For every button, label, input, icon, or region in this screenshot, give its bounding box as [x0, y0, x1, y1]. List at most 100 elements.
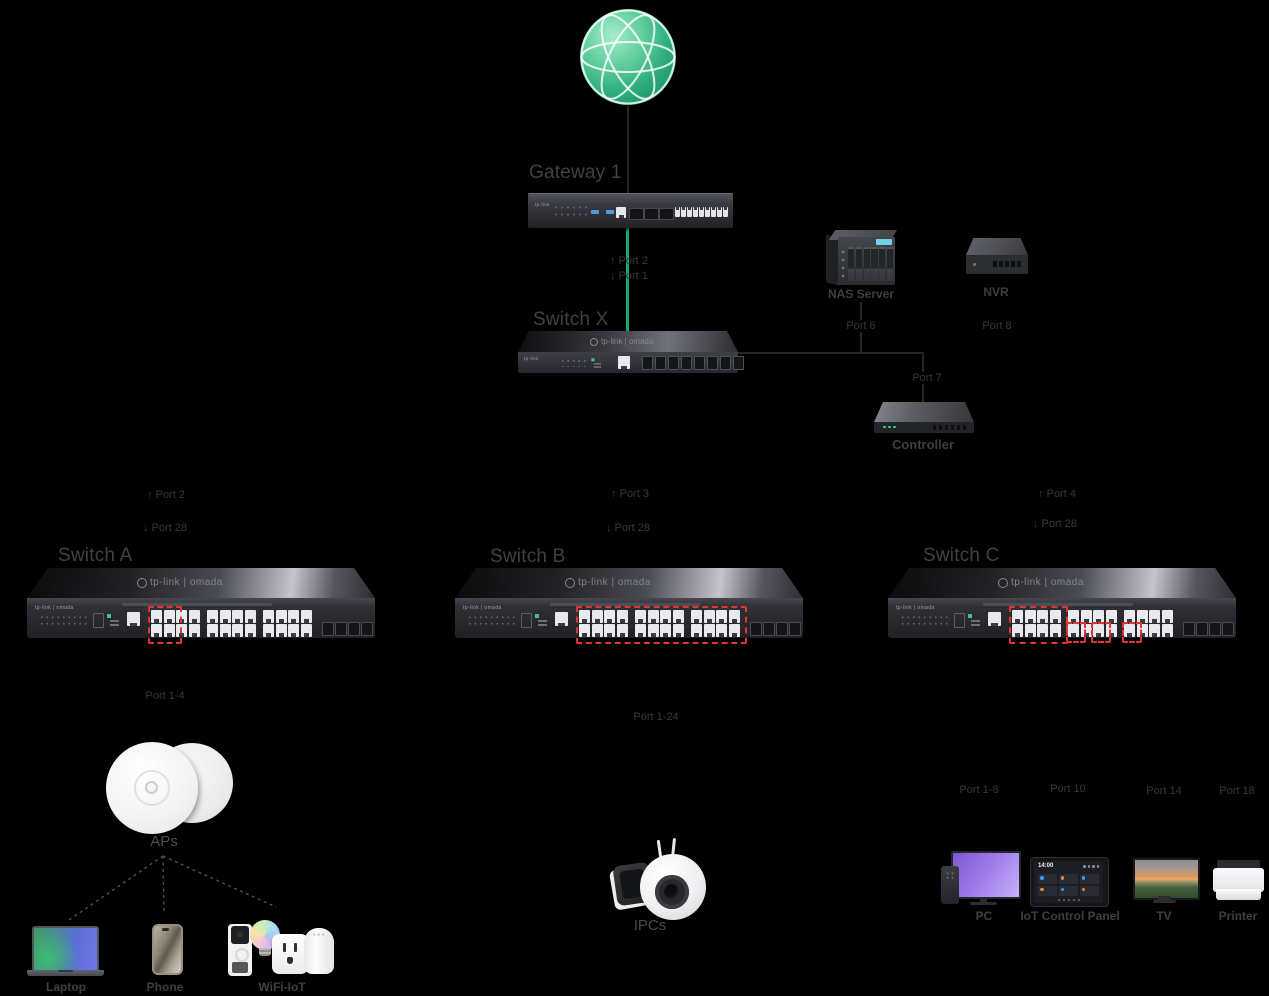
nas-label: NAS Server	[827, 287, 895, 301]
sfp-slot	[1183, 622, 1195, 636]
doorbell-image	[228, 924, 252, 976]
nas-drive-bays	[848, 247, 893, 281]
mode-button	[93, 613, 104, 628]
iot-control-panel-image: 14:00	[1030, 857, 1109, 907]
tv-screen	[1133, 858, 1200, 900]
laptop-screen	[32, 926, 99, 970]
nvr-vents	[993, 261, 1021, 267]
printer-image	[1213, 860, 1264, 905]
iot-control-panel-label: IoT Control Panel	[1020, 909, 1120, 923]
rj45-port	[591, 610, 603, 623]
controller-image	[874, 402, 974, 435]
iot-panel-port-label: Port 10	[1050, 783, 1086, 795]
ipcs-label: IPCs	[633, 917, 667, 934]
rj45-port	[703, 610, 715, 623]
console-port	[127, 612, 140, 626]
switch-front-face: tp-link | omada	[888, 598, 1236, 644]
printer-lid	[1217, 860, 1260, 869]
switch-leds	[467, 614, 517, 626]
led-legend	[968, 613, 982, 627]
rj45-port	[728, 624, 740, 637]
printer-tray	[1216, 889, 1261, 900]
rj45-port	[635, 610, 646, 623]
switch-a-title: Switch A	[58, 545, 133, 566]
internet-globe-icon	[578, 7, 678, 107]
rj45-port	[1124, 624, 1135, 637]
tp-link-omada-logo: tp-link | omada	[565, 577, 651, 588]
tp-link-omada-logo: tp-link | omada	[137, 577, 223, 588]
tp-link-logo: tp-link | omada	[896, 605, 935, 611]
rj45-port	[691, 624, 702, 637]
uplink-port-label: ↑ Port 2	[610, 255, 648, 267]
printer-label: Printer	[1218, 909, 1258, 923]
pc-monitor-post	[980, 899, 987, 903]
ap-led	[145, 781, 158, 794]
rj45-port	[1080, 624, 1092, 637]
mode-button	[954, 613, 965, 628]
sfp-slot	[776, 622, 788, 636]
model-text	[550, 603, 700, 606]
switch-x-front-face: tp-link	[518, 352, 744, 373]
doorbell-camera	[231, 926, 249, 944]
sfp-slot	[659, 208, 674, 220]
controller-top-face	[874, 402, 974, 422]
rj45-port	[244, 610, 256, 623]
laptop-image	[27, 926, 104, 978]
highlighted-ports-outline	[1009, 606, 1068, 644]
rj45-port	[219, 610, 231, 623]
gateway-port-row	[675, 207, 728, 217]
ap-ring	[134, 770, 170, 806]
wifi-iot-cluster	[228, 918, 336, 978]
tp-link-ring-icon	[998, 577, 1008, 588]
rj45-port	[1105, 624, 1117, 637]
gateway-leds	[553, 204, 587, 217]
rj45-port	[244, 624, 256, 637]
sfp-slot	[644, 208, 659, 220]
camera-lens	[655, 875, 689, 909]
rj45-port	[672, 624, 684, 637]
usb-port	[591, 210, 599, 214]
rj45-port	[263, 624, 274, 637]
switch-b-downstream-port-label: Port 1-24	[633, 711, 679, 723]
switch-a-downlink-label: ↓ Port 28	[142, 522, 188, 534]
downlink-port-label: ↓ Port 1	[610, 270, 648, 282]
rj45-port	[300, 624, 312, 637]
switch-leds	[39, 614, 89, 626]
iot-panel-screen: 14:00	[1034, 861, 1103, 903]
highlighted-ports-outline	[576, 606, 747, 644]
switch-top-face	[455, 568, 803, 598]
rj45-port	[207, 610, 218, 623]
sfp-slot	[750, 622, 762, 636]
rj45-port	[728, 610, 740, 623]
tp-link-ring-icon	[590, 337, 598, 346]
switch-c-title: Switch C	[923, 545, 1000, 566]
smart-plug-image	[272, 934, 308, 974]
usb-port	[606, 210, 614, 214]
brand-text: tp-link | omada	[150, 577, 223, 588]
access-point-front	[106, 742, 198, 834]
sfp-slot	[322, 622, 334, 636]
led-legend	[535, 613, 549, 627]
console-port	[618, 356, 630, 369]
rj45-port	[219, 624, 231, 637]
laptop-base	[27, 970, 104, 976]
sfp-slot	[335, 622, 347, 636]
rj45-port	[716, 624, 727, 637]
switch-c-image: tp-link | omada tp-link | omada	[888, 568, 1236, 644]
rj45-port	[716, 610, 727, 623]
rj45-port	[691, 610, 702, 623]
rj45-port	[703, 624, 715, 637]
connector-switchx-trunk	[738, 352, 924, 354]
nvr-led	[973, 263, 976, 266]
pc-monitor-base	[970, 902, 997, 905]
tp-link-logo: tp-link	[524, 356, 539, 361]
pc-label: PC	[975, 909, 993, 923]
switch-c-uplink-label: ↑ Port 4	[1038, 488, 1076, 500]
gateway-title: Gateway 1	[529, 162, 622, 183]
rj45-port	[1068, 610, 1079, 623]
switch-a-uplink-label: ↑ Port 2	[147, 489, 185, 501]
nas-lcd-screen	[876, 239, 892, 245]
rj45-port	[288, 624, 299, 637]
sfp-slot	[1209, 622, 1221, 636]
